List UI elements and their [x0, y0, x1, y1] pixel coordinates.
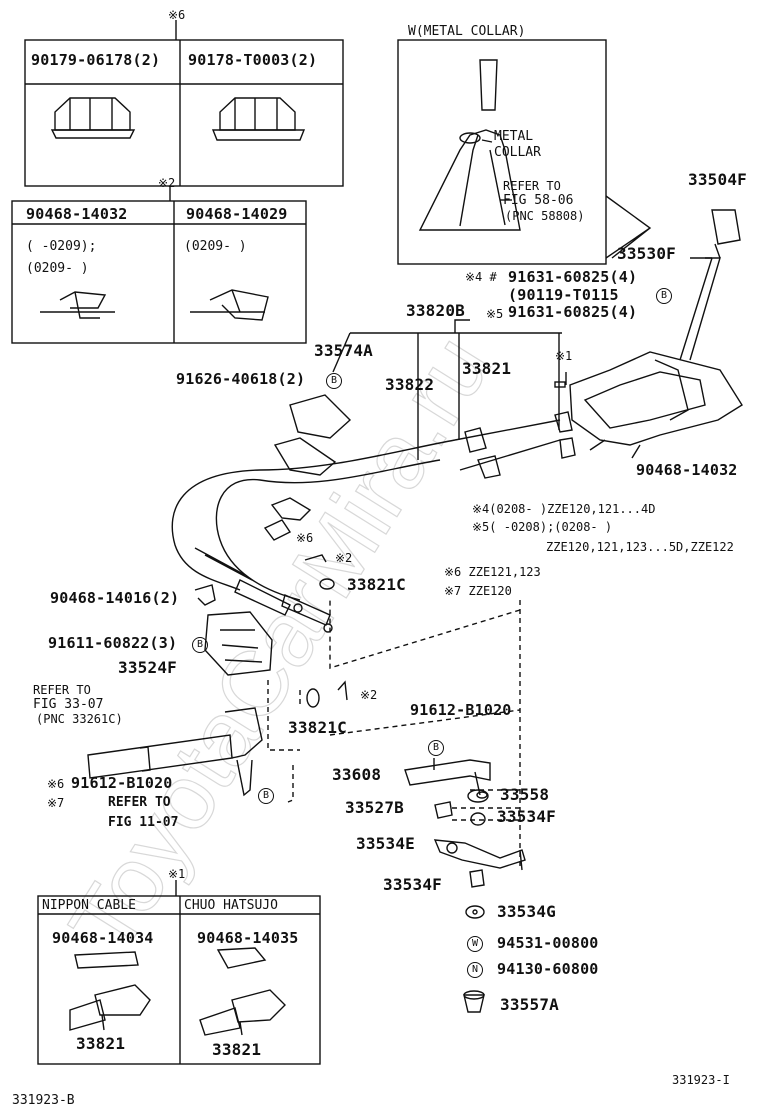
collar-inset-title: W(METAL COLLAR): [408, 24, 526, 39]
w-symbol: W: [467, 936, 483, 952]
label-33821C-a: 33821C: [347, 575, 406, 594]
label-33534F-a: 33534F: [497, 807, 556, 826]
box-cable-ends-left-header: NIPPON CABLE: [42, 898, 136, 913]
refer-a-3: (PNC 33261C): [36, 712, 123, 726]
box-top-nuts-left-part: 90179-06178(2): [31, 51, 161, 69]
label-mark6b: ※6: [47, 777, 65, 791]
label-mark2: ※2: [335, 551, 353, 565]
label-33530F: 33530F: [617, 244, 676, 263]
refer-b-1: REFER TO: [108, 795, 171, 810]
label-91631-b: 91631-60825(4): [508, 303, 638, 321]
collar-inset-refer-3: (PNC 58808): [505, 209, 585, 223]
b-symbol-90119: B: [656, 288, 672, 304]
label-90468-14016: 90468-14016(2): [50, 589, 180, 607]
label-mark2b: ※2: [360, 688, 378, 702]
label-mark1: ※1: [555, 349, 573, 363]
label-94531: 94531-00800: [497, 934, 599, 952]
label-33534G: 33534G: [497, 902, 556, 921]
note-7: ※7 ZZE120: [444, 584, 512, 598]
label-mark5: ※5: [486, 307, 504, 321]
box-top-nuts-mark: ※6: [168, 8, 186, 22]
box-clips-right-part: 90468-14029: [186, 205, 288, 223]
label-33558: 33558: [500, 785, 550, 804]
refer-a-2: FIG 33-07: [33, 697, 104, 712]
label-mark6: ※6: [296, 531, 314, 545]
label-90119: (90119-T0115: [508, 286, 619, 304]
label-33524F: 33524F: [118, 658, 177, 677]
b-symbol-91626: B: [326, 373, 342, 389]
label-33574A: 33574A: [314, 341, 373, 360]
refer-b-2: FIG 11-07: [108, 815, 179, 830]
label-33821C-b: 33821C: [288, 718, 347, 737]
label-mark4: ※4 #: [465, 270, 497, 284]
label-91612-top: 91612-B1020: [410, 701, 512, 719]
label-33822: 33822: [385, 375, 435, 394]
label-33820B: 33820B: [406, 301, 465, 320]
box-clips-mark: ※2: [158, 176, 176, 190]
label-94130: 94130-60800: [497, 960, 599, 978]
box-clips-left-range-b: (0209- ): [26, 261, 89, 276]
label-33821: 33821: [462, 359, 512, 378]
footer-right-code: 331923-I: [672, 1073, 730, 1087]
label-33504F: 33504F: [688, 170, 747, 189]
label-91626: 91626-40618(2): [176, 370, 306, 388]
label-33557A: 33557A: [500, 995, 559, 1014]
box-cable-ends-right-part: 90468-14035: [197, 929, 299, 947]
note-6: ※6 ZZE121,123: [444, 565, 541, 579]
label-91611: 91611-60822(3): [48, 634, 178, 652]
collar-inset-metal: METAL: [494, 129, 534, 144]
label-90468-14032: 90468-14032: [636, 461, 738, 479]
box-clips-left-range-a: ( -0209);: [26, 239, 97, 254]
box-cable-ends-mark: ※1: [168, 867, 186, 881]
label-33534E: 33534E: [356, 834, 415, 853]
note-5b: ZZE120,121,123...5D,ZZE122: [546, 540, 734, 554]
b-symbol-91612-left: B: [258, 788, 274, 804]
note-5a: ※5( -0208);(0208- ): [472, 520, 613, 534]
box-cable-ends-right-header: CHUO HATSUJO: [184, 898, 278, 913]
label-33608: 33608: [332, 765, 382, 784]
box-top-nuts-right-part: 90178-T0003(2): [188, 51, 318, 69]
collar-inset-refer-2: FIG 58-06: [503, 193, 574, 208]
label-33534F-b: 33534F: [383, 875, 442, 894]
label-33527B: 33527B: [345, 798, 404, 817]
n-symbol: N: [467, 962, 483, 978]
box-cable-ends-right-bottom: 33821: [212, 1040, 262, 1059]
collar-inset-collar: COLLAR: [494, 145, 541, 160]
b-symbol-91612-top: B: [428, 740, 444, 756]
b-symbol-91611: B: [192, 637, 208, 653]
box-cable-ends-left-bottom: 33821: [76, 1034, 126, 1053]
collar-inset-refer-1: REFER TO: [503, 179, 561, 193]
box-cable-ends-left-part: 90468-14034: [52, 929, 154, 947]
box-clips-right-range: (0209- ): [184, 239, 247, 254]
label-mark7b: ※7: [47, 796, 65, 810]
label-91612-left: 91612-B1020: [71, 774, 173, 792]
note-4: ※4(0208- )ZZE120,121...4D: [472, 502, 656, 516]
box-clips-left-part: 90468-14032: [26, 205, 128, 223]
footer-left-code: 331923-B: [12, 1093, 75, 1108]
label-91631-a: 91631-60825(4): [508, 268, 638, 286]
refer-a-1: REFER TO: [33, 683, 91, 697]
